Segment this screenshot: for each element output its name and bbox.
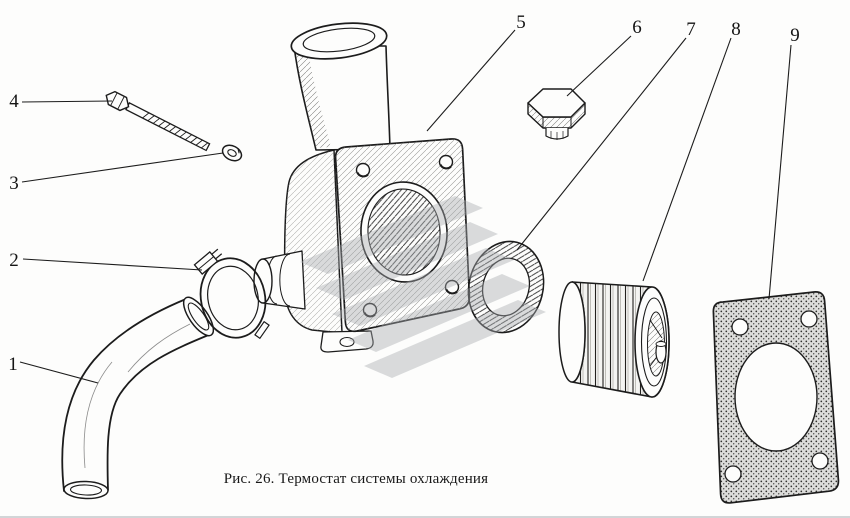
watermark-icon bbox=[300, 196, 546, 378]
callout-2: 2 bbox=[9, 250, 19, 271]
part-flange-gasket bbox=[712, 291, 840, 504]
leader-line-4 bbox=[21, 100, 113, 103]
figure-caption: Рис. 26. Термостат системы охлаждения bbox=[223, 471, 489, 487]
leader-line-9 bbox=[768, 44, 792, 300]
leader-line-8 bbox=[642, 37, 732, 282]
callout-9: 9 bbox=[790, 25, 800, 46]
part-spring-washer bbox=[221, 144, 243, 162]
callout-4: 4 bbox=[9, 91, 19, 112]
callout-7: 7 bbox=[686, 19, 696, 40]
part-hex-plug bbox=[527, 88, 586, 140]
leader-line-2 bbox=[22, 258, 203, 271]
leader-line-6 bbox=[566, 35, 632, 97]
leader-lines bbox=[19, 29, 792, 384]
part-outlet-hose bbox=[61, 296, 215, 500]
callout-1: 1 bbox=[8, 354, 18, 375]
leader-line-3 bbox=[21, 152, 224, 183]
callout-8: 8 bbox=[731, 19, 741, 40]
callout-6: 6 bbox=[632, 17, 642, 38]
part-thermostat-element bbox=[558, 281, 670, 398]
callout-3: 3 bbox=[9, 173, 19, 194]
leader-line-1 bbox=[19, 361, 99, 384]
leader-line-5 bbox=[426, 29, 516, 132]
part-bolt bbox=[105, 90, 211, 152]
part-thermostat-housing bbox=[253, 22, 471, 353]
callout-5: 5 bbox=[516, 12, 526, 33]
leader-line-7 bbox=[516, 37, 687, 251]
part-gasket-ring bbox=[467, 240, 545, 334]
